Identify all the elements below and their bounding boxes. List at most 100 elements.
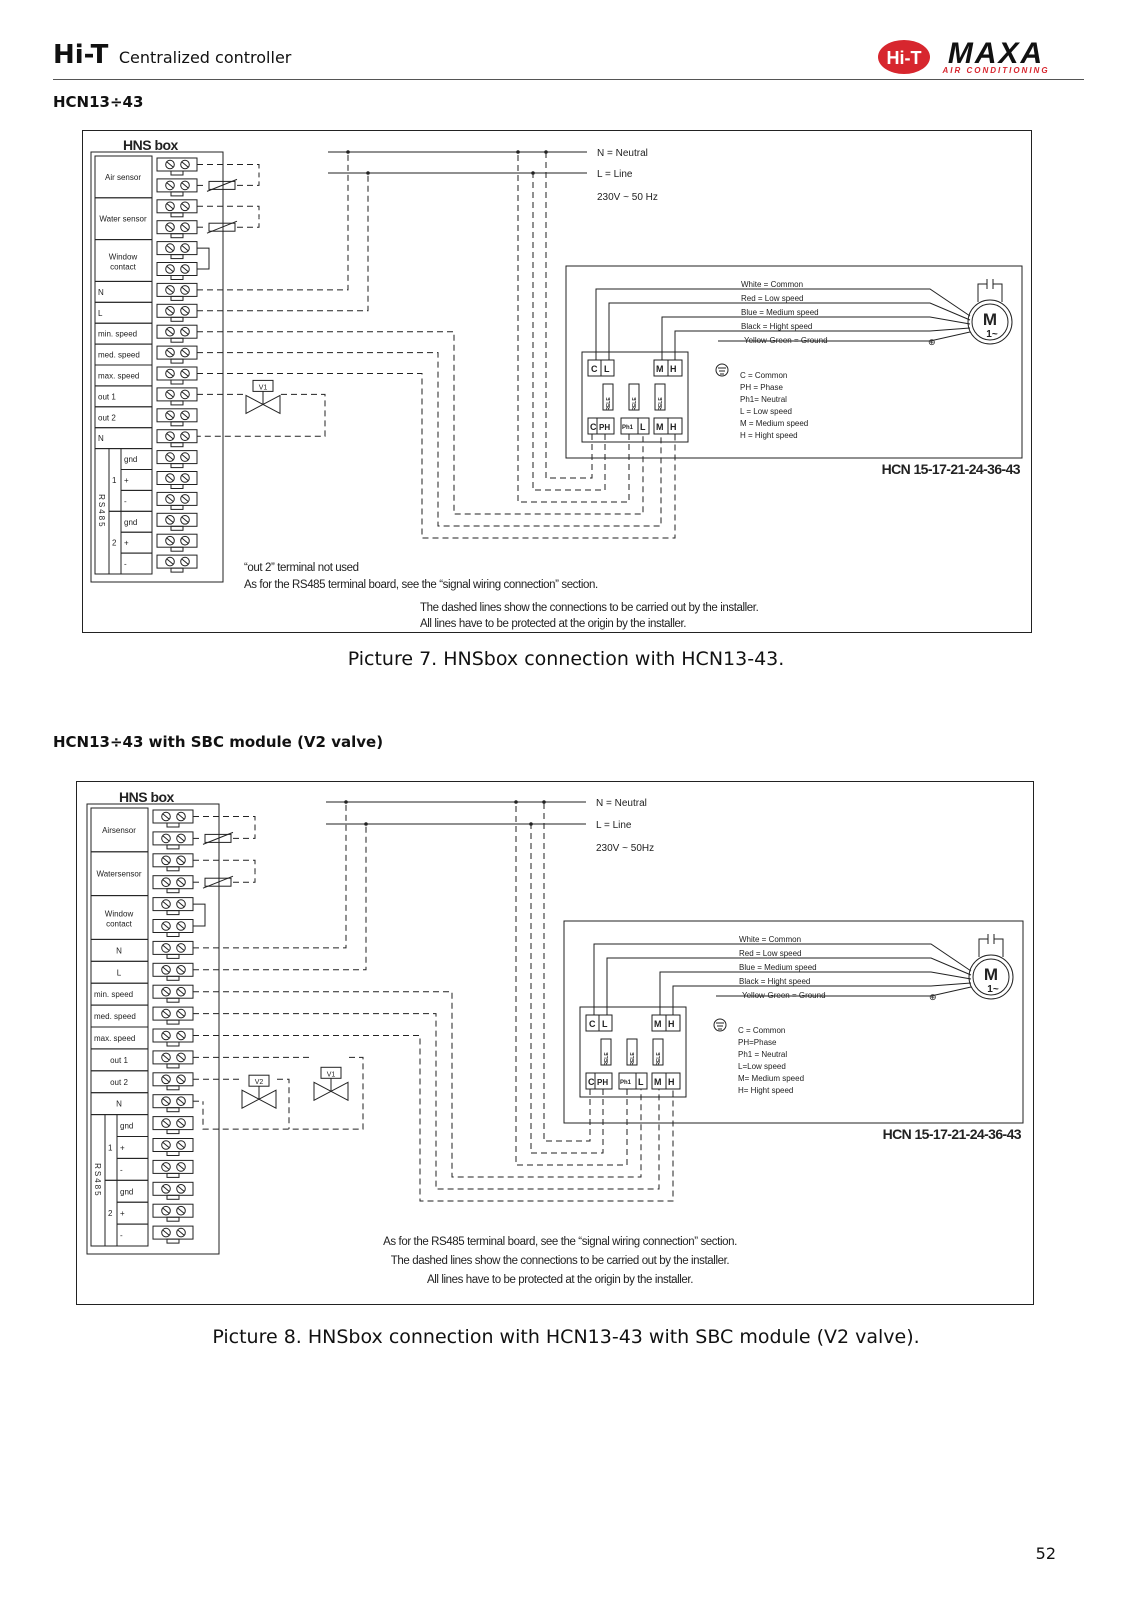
screw-terminal xyxy=(152,1072,194,1091)
rs485-group-1-label: 1 xyxy=(112,476,117,485)
screw-terminal xyxy=(152,1181,194,1200)
terminal-block xyxy=(156,408,198,423)
sensor-wire xyxy=(233,872,256,883)
n-label: N xyxy=(116,946,122,955)
screw-icon xyxy=(180,326,190,337)
figure-frame xyxy=(76,781,1034,1305)
legend-ph: PH = Phase xyxy=(740,383,783,392)
screw-icon xyxy=(161,877,171,887)
terminal-clip xyxy=(166,844,180,850)
screw-icon xyxy=(176,833,186,844)
water-sensor-icon xyxy=(208,222,236,232)
terminal-block xyxy=(156,387,198,402)
sensor-wire xyxy=(197,205,260,218)
figure-caption-2: Picture 8. HNSbox connection with HCN13-… xyxy=(212,1326,920,1348)
relay-label: RELE xyxy=(658,397,664,411)
terminal-block xyxy=(156,262,198,276)
screw-icon xyxy=(165,222,175,232)
screw-terminal xyxy=(152,1159,194,1178)
screw-terminal xyxy=(156,282,198,301)
relay-label: RELE xyxy=(656,1052,662,1066)
max-speed-label: max. speed xyxy=(98,371,139,380)
terminal-block xyxy=(156,303,198,318)
terminal-clip xyxy=(170,275,184,280)
screw-terminal xyxy=(156,491,198,510)
screw-slot xyxy=(166,496,174,502)
terminal-clip xyxy=(170,525,184,531)
valve-actuator xyxy=(252,379,274,392)
screw-icon xyxy=(176,921,186,931)
terminal-block xyxy=(152,897,194,912)
screw-icon xyxy=(165,494,175,504)
motor-phase-label: 1~ xyxy=(987,984,999,995)
board-label-m2: M xyxy=(656,422,664,432)
screw-icon xyxy=(165,515,175,525)
v2-return xyxy=(277,1078,290,1130)
terminal-block xyxy=(152,1072,194,1087)
screw-slot xyxy=(166,433,174,440)
screw-icon xyxy=(161,1074,171,1085)
screw-icon xyxy=(161,899,171,909)
screw-slot xyxy=(181,433,189,440)
max-speed-wire xyxy=(193,1035,674,1202)
ph1-return xyxy=(543,802,591,1142)
screw-icon xyxy=(161,1162,171,1172)
terminal-block xyxy=(156,178,198,193)
hns-box-title: HNS box xyxy=(119,789,175,805)
terminal-clip xyxy=(170,546,184,552)
motor-inner-ring xyxy=(972,958,1010,996)
ph1-return xyxy=(545,152,593,479)
junction-dot xyxy=(542,800,546,804)
terminal-clip xyxy=(166,1216,180,1222)
screw-icon xyxy=(165,410,175,421)
capacitor-wire xyxy=(994,938,1004,957)
screw-terminal xyxy=(152,1006,194,1025)
hns-box xyxy=(86,803,220,1255)
terminal-block xyxy=(152,1138,194,1152)
board-label-h: H xyxy=(670,364,677,374)
screw-icon xyxy=(161,1030,171,1041)
screw-slot xyxy=(162,901,170,907)
screw-icon xyxy=(165,389,175,400)
screw-icon xyxy=(176,1052,186,1063)
l-label: L xyxy=(98,309,103,318)
screw-icon xyxy=(165,326,175,337)
screw-slot xyxy=(177,1054,185,1061)
rs485-label: RS485 xyxy=(97,494,106,528)
screw-icon xyxy=(165,431,175,442)
motor-m-label: M xyxy=(983,310,997,329)
valve-v1-icon xyxy=(313,1081,349,1102)
relay-2 xyxy=(626,1038,638,1066)
screw-terminal xyxy=(156,471,198,489)
screw-icon xyxy=(165,285,175,295)
junction-dot xyxy=(364,822,368,826)
screw-slot xyxy=(177,1010,185,1017)
page-header: Hi-T Centralized controller xyxy=(53,40,291,70)
line-label: L = Line xyxy=(597,169,633,180)
sensor-slash xyxy=(206,178,238,192)
screw-slot xyxy=(181,537,189,544)
note-3: All lines have to be protected at the or… xyxy=(427,1274,693,1286)
brand-title: Hi-T xyxy=(53,40,109,70)
screw-icon xyxy=(180,535,190,546)
screw-icon xyxy=(161,921,171,931)
terminal-block xyxy=(156,366,198,381)
screw-slot xyxy=(181,287,189,293)
min-speed-wire xyxy=(193,991,642,1178)
valve-actuator xyxy=(248,1074,270,1087)
screw-slot xyxy=(181,558,189,565)
n-supply-wire xyxy=(193,802,347,949)
screw-slot xyxy=(162,1185,170,1192)
screw-slot xyxy=(181,182,189,189)
board-label-ph: PH xyxy=(597,1078,608,1087)
screw-slot xyxy=(177,988,185,995)
terminal-clip xyxy=(170,379,184,385)
relay-label: RELE xyxy=(606,397,612,411)
board-label-ph1: Ph1 xyxy=(620,1080,632,1086)
out2-label: out 2 xyxy=(110,1078,128,1087)
screw-terminal xyxy=(152,1138,194,1156)
screw-slot xyxy=(177,923,185,929)
screw-terminal xyxy=(156,199,198,218)
capacitor-wire xyxy=(978,938,988,957)
junction-dot xyxy=(346,150,350,154)
